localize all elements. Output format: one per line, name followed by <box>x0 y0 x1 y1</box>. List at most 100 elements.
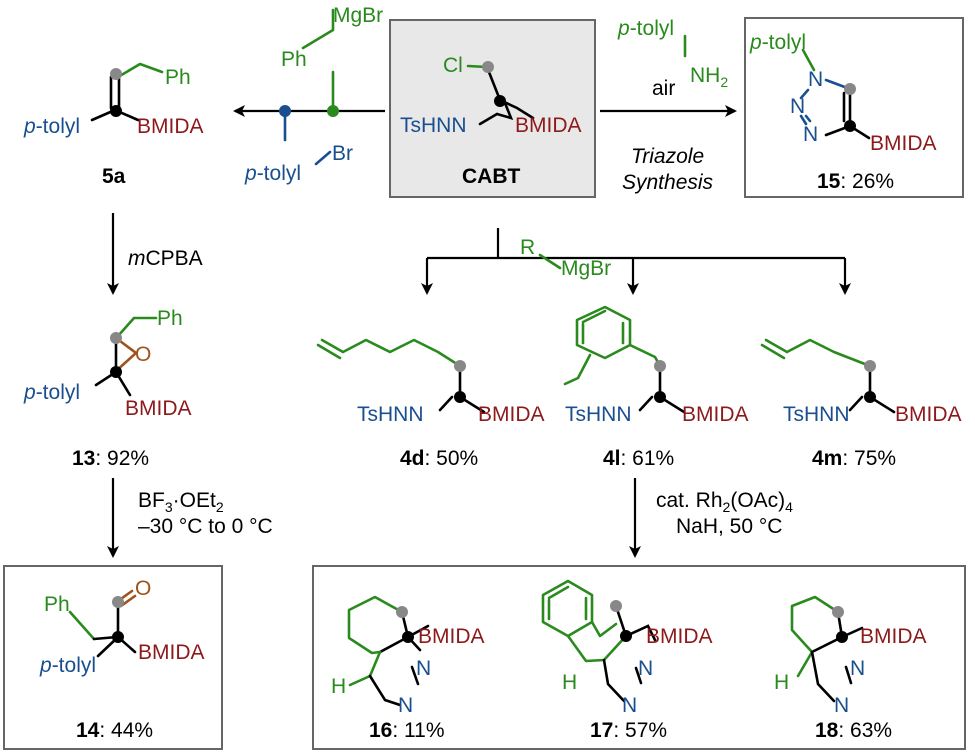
compound-18: BMIDA N N H 18: 63% <box>774 595 927 742</box>
cabt-center-dot <box>494 95 506 107</box>
14-ph-label: Ph <box>44 593 70 616</box>
synthesis-label: Synthesis <box>622 171 714 194</box>
nah-label: NaH, 50 °C <box>676 515 782 538</box>
5a-label: 5a <box>102 165 126 188</box>
17-bmida-label: BMIDA <box>646 625 713 648</box>
arrow-bf3: BF3·OEt2 –30 °C to 0 °C <box>107 478 273 558</box>
r-label: R <box>520 236 535 259</box>
15-box <box>744 17 964 198</box>
cabt-cl-label: Cl <box>443 54 463 77</box>
arrow-triazole: p-tolyl NH2 air Triazole Synthesis <box>600 17 737 194</box>
17-top-dot <box>610 600 622 612</box>
14-center-dot <box>112 631 124 643</box>
14-o-label: O <box>135 577 151 600</box>
18-h-label: H <box>774 671 789 694</box>
18-center-dot <box>836 631 848 643</box>
mgbr-label: MgBr <box>333 4 383 27</box>
17-center-dot <box>620 630 632 642</box>
13-top-dot <box>110 332 122 344</box>
5a-bmida-label: BMIDA <box>137 115 204 138</box>
16-label: 16: 11% <box>369 719 445 742</box>
15-top-dot <box>844 83 856 95</box>
mcpba-label: mCPBA <box>128 247 203 270</box>
15-center-dot <box>844 120 856 132</box>
compound-17: BMIDA N N H 17: 57% <box>541 579 713 742</box>
14-ptolyl-label: p-tolyl <box>39 654 96 677</box>
16-n1-label: N <box>416 657 431 680</box>
16-bmida-label: BMIDA <box>418 625 485 648</box>
br-label: Br <box>332 142 353 165</box>
rh-catalyst-label: cat. Rh2(OAc)4 <box>656 489 793 515</box>
arrow-to-5a: MgBr Ph p-tolyl Br <box>233 4 385 185</box>
4d-top-dot <box>454 360 466 372</box>
ph-label: Ph <box>281 48 307 71</box>
15-n3-label: N <box>803 123 818 146</box>
ptolyl-reagent-label: p-tolyl <box>244 162 301 185</box>
compound-5a: Ph p-tolyl BMIDA 5a <box>23 62 204 188</box>
4d-center-dot <box>454 391 466 403</box>
grignard-dot <box>327 105 339 117</box>
compound-13: Ph O p-tolyl BMIDA 13: 92% <box>23 307 192 470</box>
15-label: 15: 26% <box>817 170 894 193</box>
14-bmida-label: BMIDA <box>138 641 205 664</box>
4d-tshnn-label: TsHNN <box>357 403 424 426</box>
arrow-mcpba: mCPBA <box>107 213 203 295</box>
r-mgbr-label: MgBr <box>561 257 611 280</box>
temperature-label: –30 °C to 0 °C <box>138 515 273 538</box>
17-n1-label: N <box>638 657 653 680</box>
cabt-tshnn-label: TsHNN <box>400 114 467 137</box>
14-top-dot <box>112 596 124 608</box>
4l-center-dot <box>654 391 666 403</box>
4l-tshnn-label: TsHNN <box>565 403 632 426</box>
triazole-label: Triazole <box>631 145 704 168</box>
18-bmida-label: BMIDA <box>860 625 927 648</box>
16-top-dot <box>396 606 408 618</box>
15-n1-label: N <box>808 68 823 91</box>
4m-top-dot <box>864 360 876 372</box>
14-label: 14: 44% <box>76 719 153 742</box>
17-label: 17: 57% <box>590 719 667 742</box>
5a-ptolyl-label: p-tolyl <box>23 115 80 138</box>
4l-top-dot <box>654 360 666 372</box>
18-n1-label: N <box>850 657 865 680</box>
15-bmida-label: BMIDA <box>870 132 937 155</box>
13-o-label: O <box>135 343 151 366</box>
13-bmida-label: BMIDA <box>125 397 192 420</box>
compound-16: BMIDA N N H 16: 11% <box>331 595 485 742</box>
13-ph-label: Ph <box>157 307 183 330</box>
compound-4d: TsHNN BMIDA 4d: 50% <box>316 338 545 470</box>
nh2-label: NH2 <box>690 64 728 90</box>
16-center-dot <box>402 631 414 643</box>
4m-label: 4m: 75% <box>812 447 896 470</box>
4m-tshnn-label: TsHNN <box>783 403 850 426</box>
14-box <box>3 565 223 750</box>
5a-ph-label: Ph <box>165 66 191 89</box>
18-label: 18: 63% <box>815 719 892 742</box>
cabt-compound: Cl TsHNN BMIDA CABT <box>389 19 596 198</box>
compound-4l: TsHNN BMIDA 4l: 61% <box>563 305 749 470</box>
arrow-branch-grignard: R MgBr <box>421 228 851 295</box>
4d-label: 4d: 50% <box>400 447 478 470</box>
cabt-carbon-dot <box>482 61 494 73</box>
13-label: 13: 92% <box>72 447 149 470</box>
15-n2-label: N <box>790 95 805 118</box>
arrow-rh: cat. Rh2(OAc)4 NaH, 50 °C <box>629 478 793 558</box>
cabt-bmida-label: BMIDA <box>515 114 582 137</box>
cabt-box <box>389 19 596 198</box>
4m-center-dot <box>864 391 876 403</box>
4l-bmida-label: BMIDA <box>682 403 749 426</box>
18-top-dot <box>832 606 844 618</box>
17-n2-label: N <box>622 694 637 717</box>
triazole-ptolyl-label: p-tolyl <box>617 17 674 40</box>
15-ptolyl-label: p-tolyl <box>749 31 806 54</box>
17-h-label: H <box>562 671 577 694</box>
compound-14: O Ph p-tolyl BMIDA 14: 44% <box>3 565 223 750</box>
cabt-label: CABT <box>462 165 520 188</box>
compound-4m: TsHNN BMIDA 4m: 75% <box>760 338 962 470</box>
4m-bmida-label: BMIDA <box>895 403 962 426</box>
air-label: air <box>652 77 675 100</box>
16-n2-label: N <box>398 694 413 717</box>
5a-center-dot <box>110 105 122 117</box>
